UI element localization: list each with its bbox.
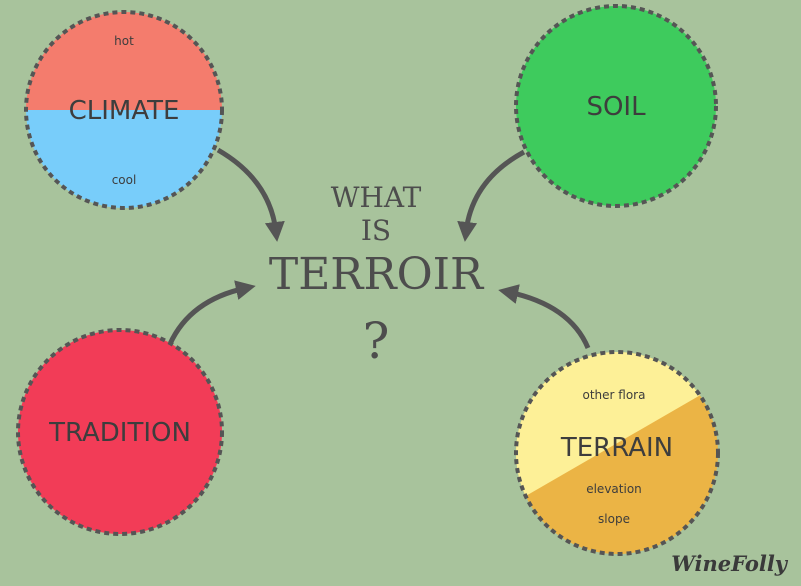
soil-circle: SOIL <box>514 4 718 208</box>
climate-border <box>24 10 224 210</box>
arrow-climate-to-center <box>216 147 285 242</box>
question-mark: ? <box>363 312 390 370</box>
arrow-tradition-to-center <box>167 280 256 346</box>
terrain-other-flora-label: other flora <box>583 388 646 402</box>
tradition-circle: TRADITION <box>16 328 224 536</box>
terrain-elevation-label: elevation <box>586 482 642 496</box>
climate-cool-label: cool <box>112 173 137 187</box>
title-what: WHAT <box>331 181 422 214</box>
winefolly-logo: WineFolly <box>671 551 787 576</box>
terrain-circle: other flora TERRAIN elevation slope <box>514 350 720 556</box>
terrain-slope-label: slope <box>598 512 630 526</box>
climate-hot-label: hot <box>114 34 134 48</box>
title-is: IS <box>361 214 391 247</box>
climate-hot-half <box>26 12 222 110</box>
title-terroir: TERROIR <box>269 249 485 300</box>
terrain-label: TERRAIN <box>560 433 673 463</box>
terrain-light-region <box>516 352 718 508</box>
soil-border <box>514 4 718 208</box>
climate-label: CLIMATE <box>69 96 180 126</box>
climate-circle: hot CLIMATE cool <box>24 10 224 210</box>
center-title: WHAT IS TERROIR ? <box>269 181 485 370</box>
soil-label: SOIL <box>586 92 646 122</box>
arrow-terrain-to-center <box>498 284 591 349</box>
tradition-border <box>16 328 224 536</box>
arrow-soil-to-center <box>457 149 526 242</box>
terrain-border <box>514 350 720 556</box>
tradition-label: TRADITION <box>48 418 191 448</box>
